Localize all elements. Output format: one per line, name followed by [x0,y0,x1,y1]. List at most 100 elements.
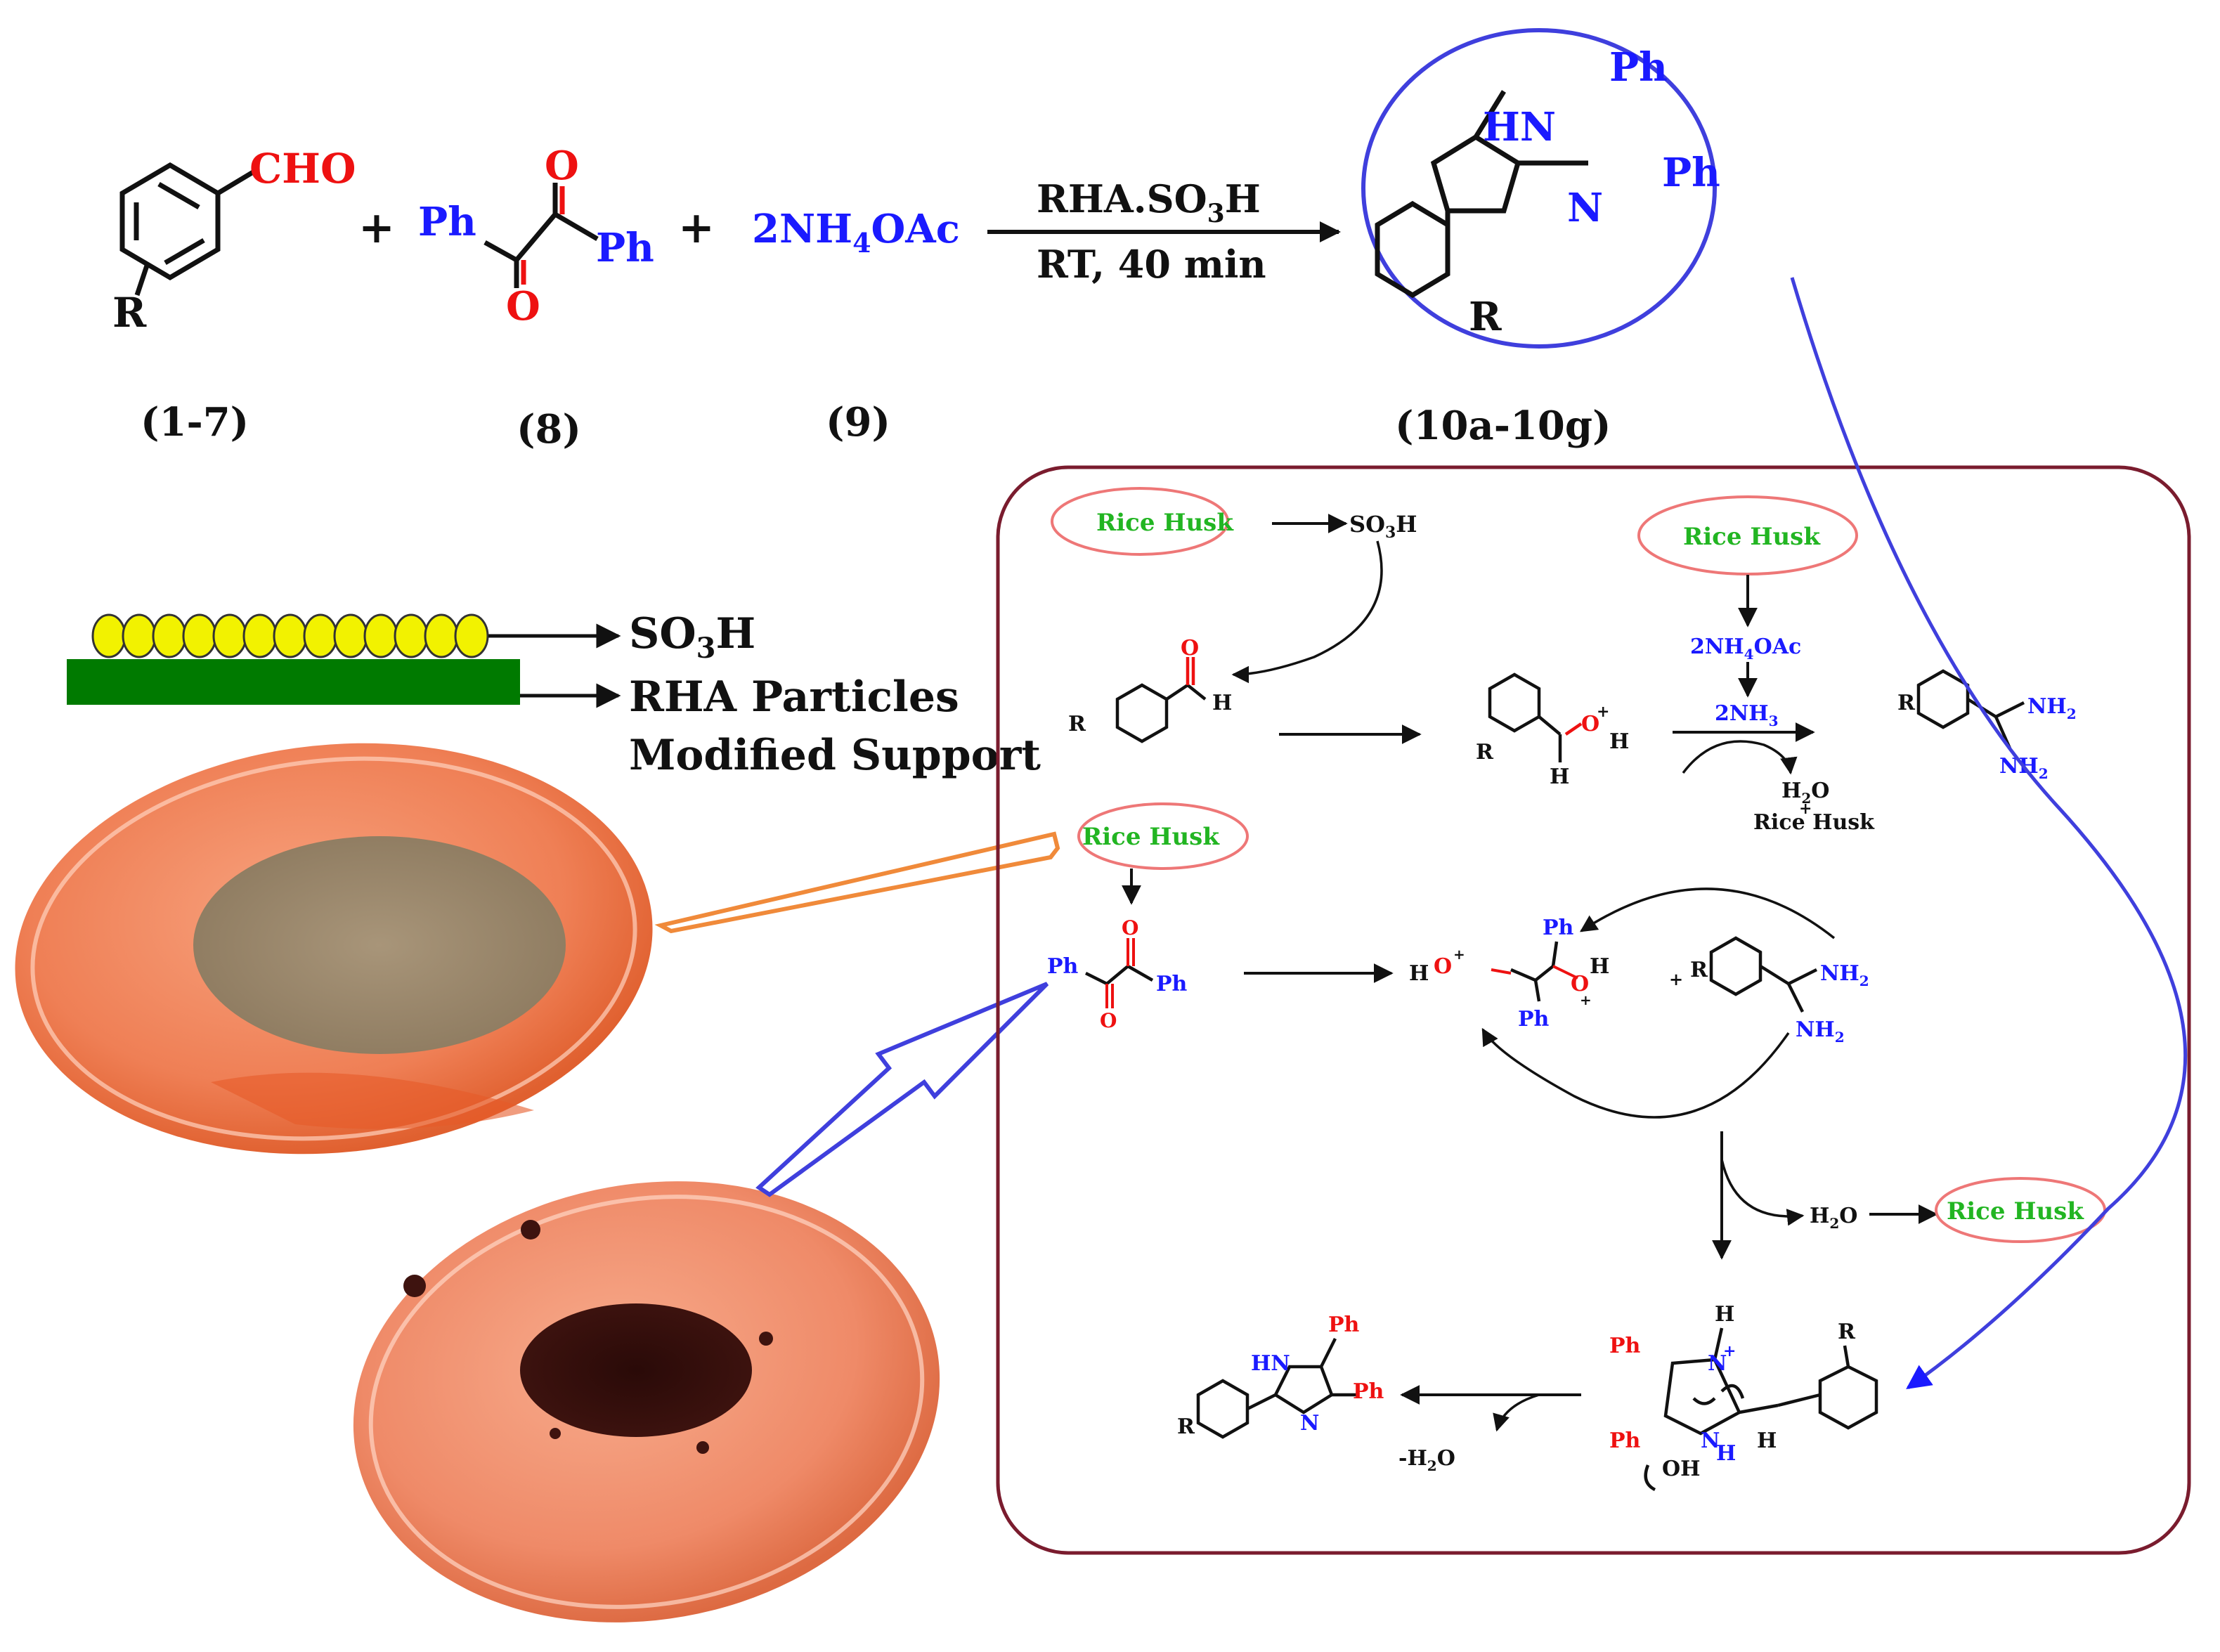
benzene-ring [119,162,254,297]
cho-group: CHO [249,145,356,193]
rice-husk-ellipse-3 [1077,802,1249,870]
r-substituent: R [112,289,147,337]
product-imidazole: HN N Ph Ph R (10a-10g) [1361,28,1720,449]
plus-sign-2: + [678,202,715,253]
reactant-ammonium-acetate: 2NH4OAc (9) [752,206,960,445]
water-out: H2O [1810,1204,1857,1232]
oxonium-plus: + [1597,703,1609,721]
mech-protonated-benzil: H O + O + H Ph Ph + [1409,916,1683,1032]
hn-label: HN [1483,104,1556,150]
rice-husk-ellipse-2 [1637,495,1858,575]
o-bottom: O [506,283,540,330]
rice-husk-label-3: Rice Husk [1082,823,1220,851]
product-highlight-ellipse [1361,28,1717,349]
rice-husk-label-4: Rice Husk [1947,1197,2084,1225]
aldehyde-r: R [1068,712,1086,736]
final-hn: HN [1251,1351,1290,1376]
mechanism-final-step: -H2O [1398,1385,1581,1474]
ammonium-acetate-formula: 2NH4OAc [752,206,960,259]
diamine-nh2-top-1: NH2 [2027,694,2077,722]
mech-diamine-2: R NH2 NH2 [1481,887,1869,1119]
pbenzil-ph-bottom: Ph [1518,1007,1550,1032]
benzil-o-top: O [1122,916,1138,939]
n-label: N [1567,185,1603,231]
rice-husk-label-2: Rice Husk [1683,523,1821,551]
mech-intermediate: Ph Ph N + H N H H OH R [1609,1302,1878,1492]
so3h-label: SO3H [629,609,755,665]
final-n: N [1300,1411,1319,1436]
compound-label-8: (8) [517,406,581,453]
hollow-arrow-blue [755,982,1049,1197]
aldehyde-o: O [1181,636,1199,661]
int-plus: + [1723,1342,1736,1360]
int-oh: OH [1662,1457,1700,1481]
rha-support-bar [67,659,520,705]
oxonium-r: R [1476,740,1494,765]
benzil-ph-left: Ph [1047,954,1079,979]
pbenzil-o-right: O [1571,972,1589,996]
int-r: R [1838,1320,1856,1344]
pbenzil-h-left: H [1409,961,1429,986]
pbenzil-ph-top: Ph [1543,916,1574,940]
int-h-nh: H [1716,1441,1736,1466]
int-nh: N [1701,1429,1720,1453]
ph-right: Ph [1662,150,1720,196]
reaction-arrow: RHA.SO3H RT, 40 min [987,176,1341,287]
so3h-mech: SO3H [1349,511,1417,542]
diamine-r-2: R [1690,958,1708,982]
minus-water: -H2O [1398,1446,1455,1474]
diamine-nh2-bottom-2: NH2 [1796,1017,1845,1046]
ammonia-mech: 2NH3 [1715,701,1779,729]
mech-aldehyde: O H R [1068,636,1232,743]
so3h-beads [91,613,489,658]
final-r: R [1177,1414,1195,1439]
pbenzil-plus-left: + [1453,946,1465,963]
diamine-r-1: R [1897,691,1916,715]
mechanism-step-ammonia: Rice Husk 2NH4OAc 2NH3 H2O + Rice Husk [1637,495,1875,835]
blue-connector-curve [1790,277,2188,1390]
plus-between: + [1669,969,1683,989]
plus-mech-1: + [1799,800,1812,818]
mech-diamine-1: R NH2 NH2 [1897,669,2077,782]
mechanism-step-acid-activation: Rice Husk SO3H [1051,487,1417,684]
rice-husk-ellipse-1 [1051,487,1229,556]
final-ph1: Ph [1328,1313,1360,1337]
support-schematic: SO3H RHA Particles Modified Support [67,609,1041,780]
rha-particles-label: RHA Particles [629,672,959,722]
reactant-benzil: Ph Ph O O (8) [418,143,654,453]
catalyst-label: RHA.SO3H [1037,176,1261,228]
o-top: O [545,143,579,189]
oxonium-o: O [1581,712,1599,736]
oxonium-h1: H [1609,729,1629,754]
mechanism-box [996,465,2191,1555]
benzil-o-bottom: O [1100,1009,1117,1032]
int-n-plus: N [1708,1351,1727,1376]
rice-husk-label-1: Rice Husk [1096,509,1234,537]
plus-sign-1: + [358,202,395,253]
r-substituent-product: R [1469,294,1502,340]
rice-husk-plus-label: Rice Husk [1753,810,1875,835]
mechanism-step-benzil: Rice Husk O O Ph Ph [1047,802,1249,1032]
ph-top: Ph [1609,44,1668,91]
compound-label-1-7: (1-7) [141,399,249,445]
int-h-c: H [1757,1429,1777,1453]
hollow-arrow-orange [654,831,1060,934]
int-ph1: Ph [1609,1334,1641,1358]
petri-dish-rice-husk-photo [15,743,653,1155]
mechanism-step-dehydration: H2O Rice Husk [1712,1131,2106,1260]
pbenzil-o-left: O [1434,954,1452,979]
aldehyde-h: H [1212,691,1232,715]
reactant-benzaldehyde: CHO R (1-7) [112,145,356,445]
ph-right: Ph [596,225,654,271]
final-ph2: Ph [1353,1379,1384,1404]
benzil-ph-right: Ph [1156,972,1188,996]
mech-final-product: HN N Ph Ph R [1177,1313,1384,1439]
modified-support-label: Modified Support [629,731,1041,780]
ph-left: Ph [418,199,476,245]
mech-oxonium: O + H H R [1476,672,1629,789]
ammonium-acetate-mech: 2NH4OAc [1690,635,1801,663]
pbenzil-h-right: H [1590,954,1609,979]
int-h-top: H [1715,1302,1734,1327]
conditions-label: RT, 40 min [1037,242,1266,287]
